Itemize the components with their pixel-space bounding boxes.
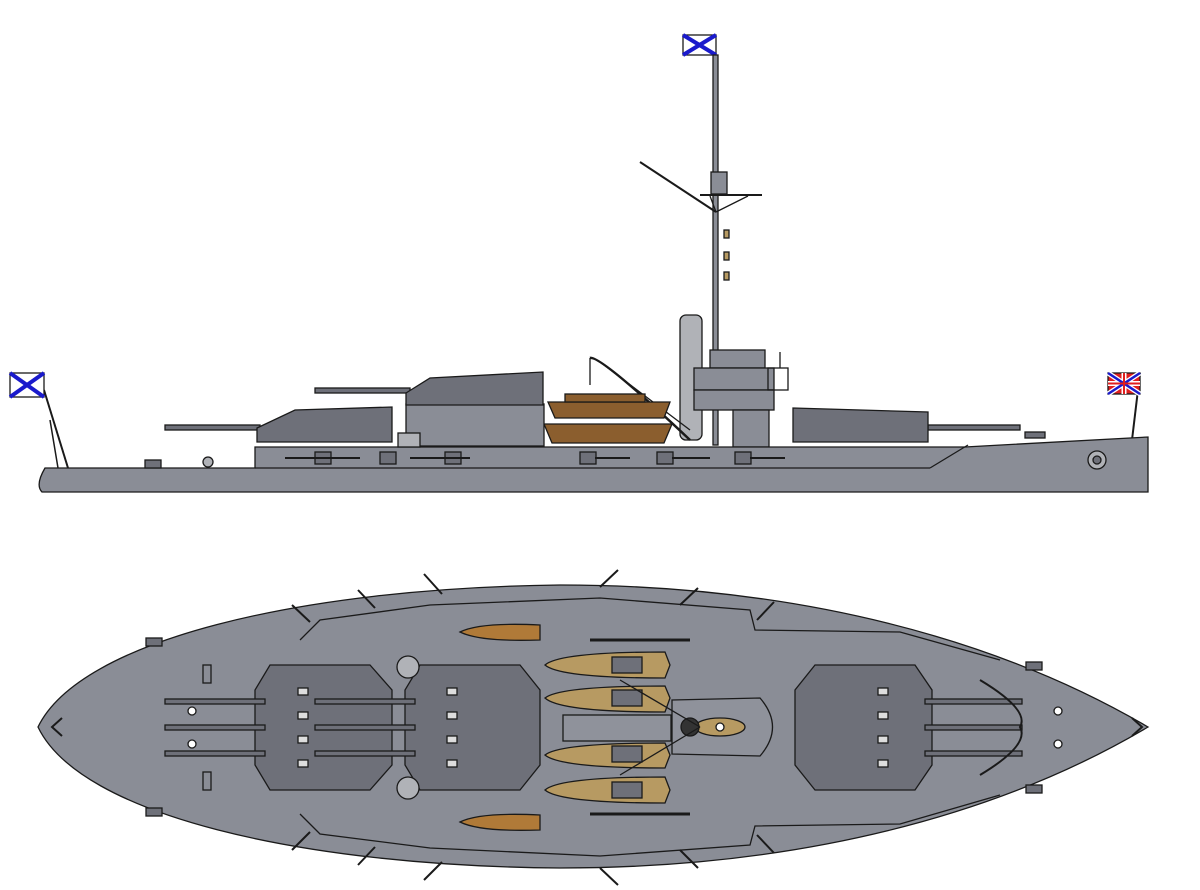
gun-barrel <box>164 424 261 431</box>
turret-vents <box>297 687 889 768</box>
turret-barbette <box>405 403 545 447</box>
aft-turret <box>256 406 393 443</box>
boats-top <box>458 623 671 831</box>
bridge <box>693 349 789 448</box>
superfiring-turret <box>405 371 544 406</box>
mast <box>639 54 762 446</box>
boom-spurs <box>291 569 775 886</box>
stern-flag-icon <box>8 371 46 399</box>
ventilator <box>396 655 420 679</box>
ventilator <box>396 776 420 800</box>
fore-turret <box>792 407 929 443</box>
bow-flag-icon <box>1106 370 1142 397</box>
stern-flagpole <box>43 389 69 469</box>
gun-barrels-top <box>164 698 1023 757</box>
side-view <box>8 33 1149 493</box>
bow-emblem-icon <box>1087 450 1107 470</box>
mast-flag-icon <box>681 33 718 57</box>
top-view <box>37 569 1150 886</box>
gun-barrel <box>927 424 1021 431</box>
gun-barrel <box>314 387 411 394</box>
boat <box>547 401 671 419</box>
casemates <box>285 451 785 465</box>
boat <box>543 423 673 444</box>
